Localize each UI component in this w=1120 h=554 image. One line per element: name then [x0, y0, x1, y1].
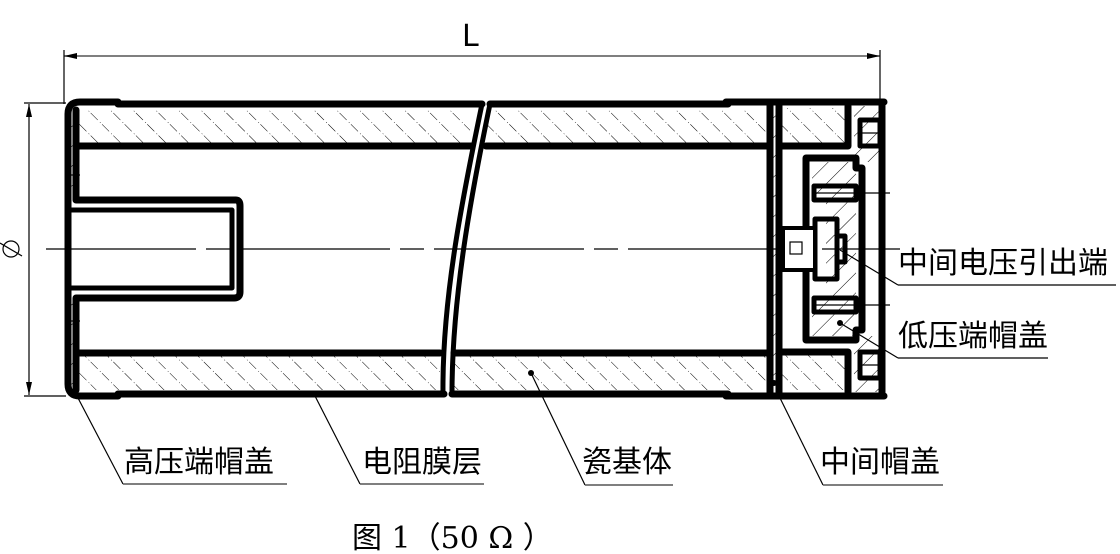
diameter-dimension — [0, 102, 66, 397]
length-label: L — [462, 19, 479, 54]
figure-caption: 图 1（50 Ω ） — [352, 521, 553, 554]
label-middle-voltage-terminal: 中间电压引出端 — [898, 246, 1108, 281]
length-dimension: L — [63, 19, 881, 104]
middle-cap — [722, 98, 888, 400]
label-middle-cap: 中间帽盖 — [820, 445, 940, 480]
label-ceramic-substrate: 瓷基体 — [582, 445, 672, 480]
diameter-symbol-icon — [0, 240, 23, 258]
leader-lines — [77, 249, 1116, 486]
ceramic-substrate — [74, 109, 774, 390]
resistive-film — [114, 100, 732, 398]
low-voltage-end-cap — [777, 98, 890, 400]
middle-voltage-terminal — [781, 216, 848, 282]
label-resistive-film: 电阻膜层 — [362, 445, 482, 480]
high-voltage-end-cap — [64, 98, 244, 400]
break-lines — [440, 103, 493, 395]
label-low-voltage-cap: 低压端帽盖 — [898, 319, 1048, 354]
label-high-voltage-cap: 高压端帽盖 — [124, 445, 274, 480]
